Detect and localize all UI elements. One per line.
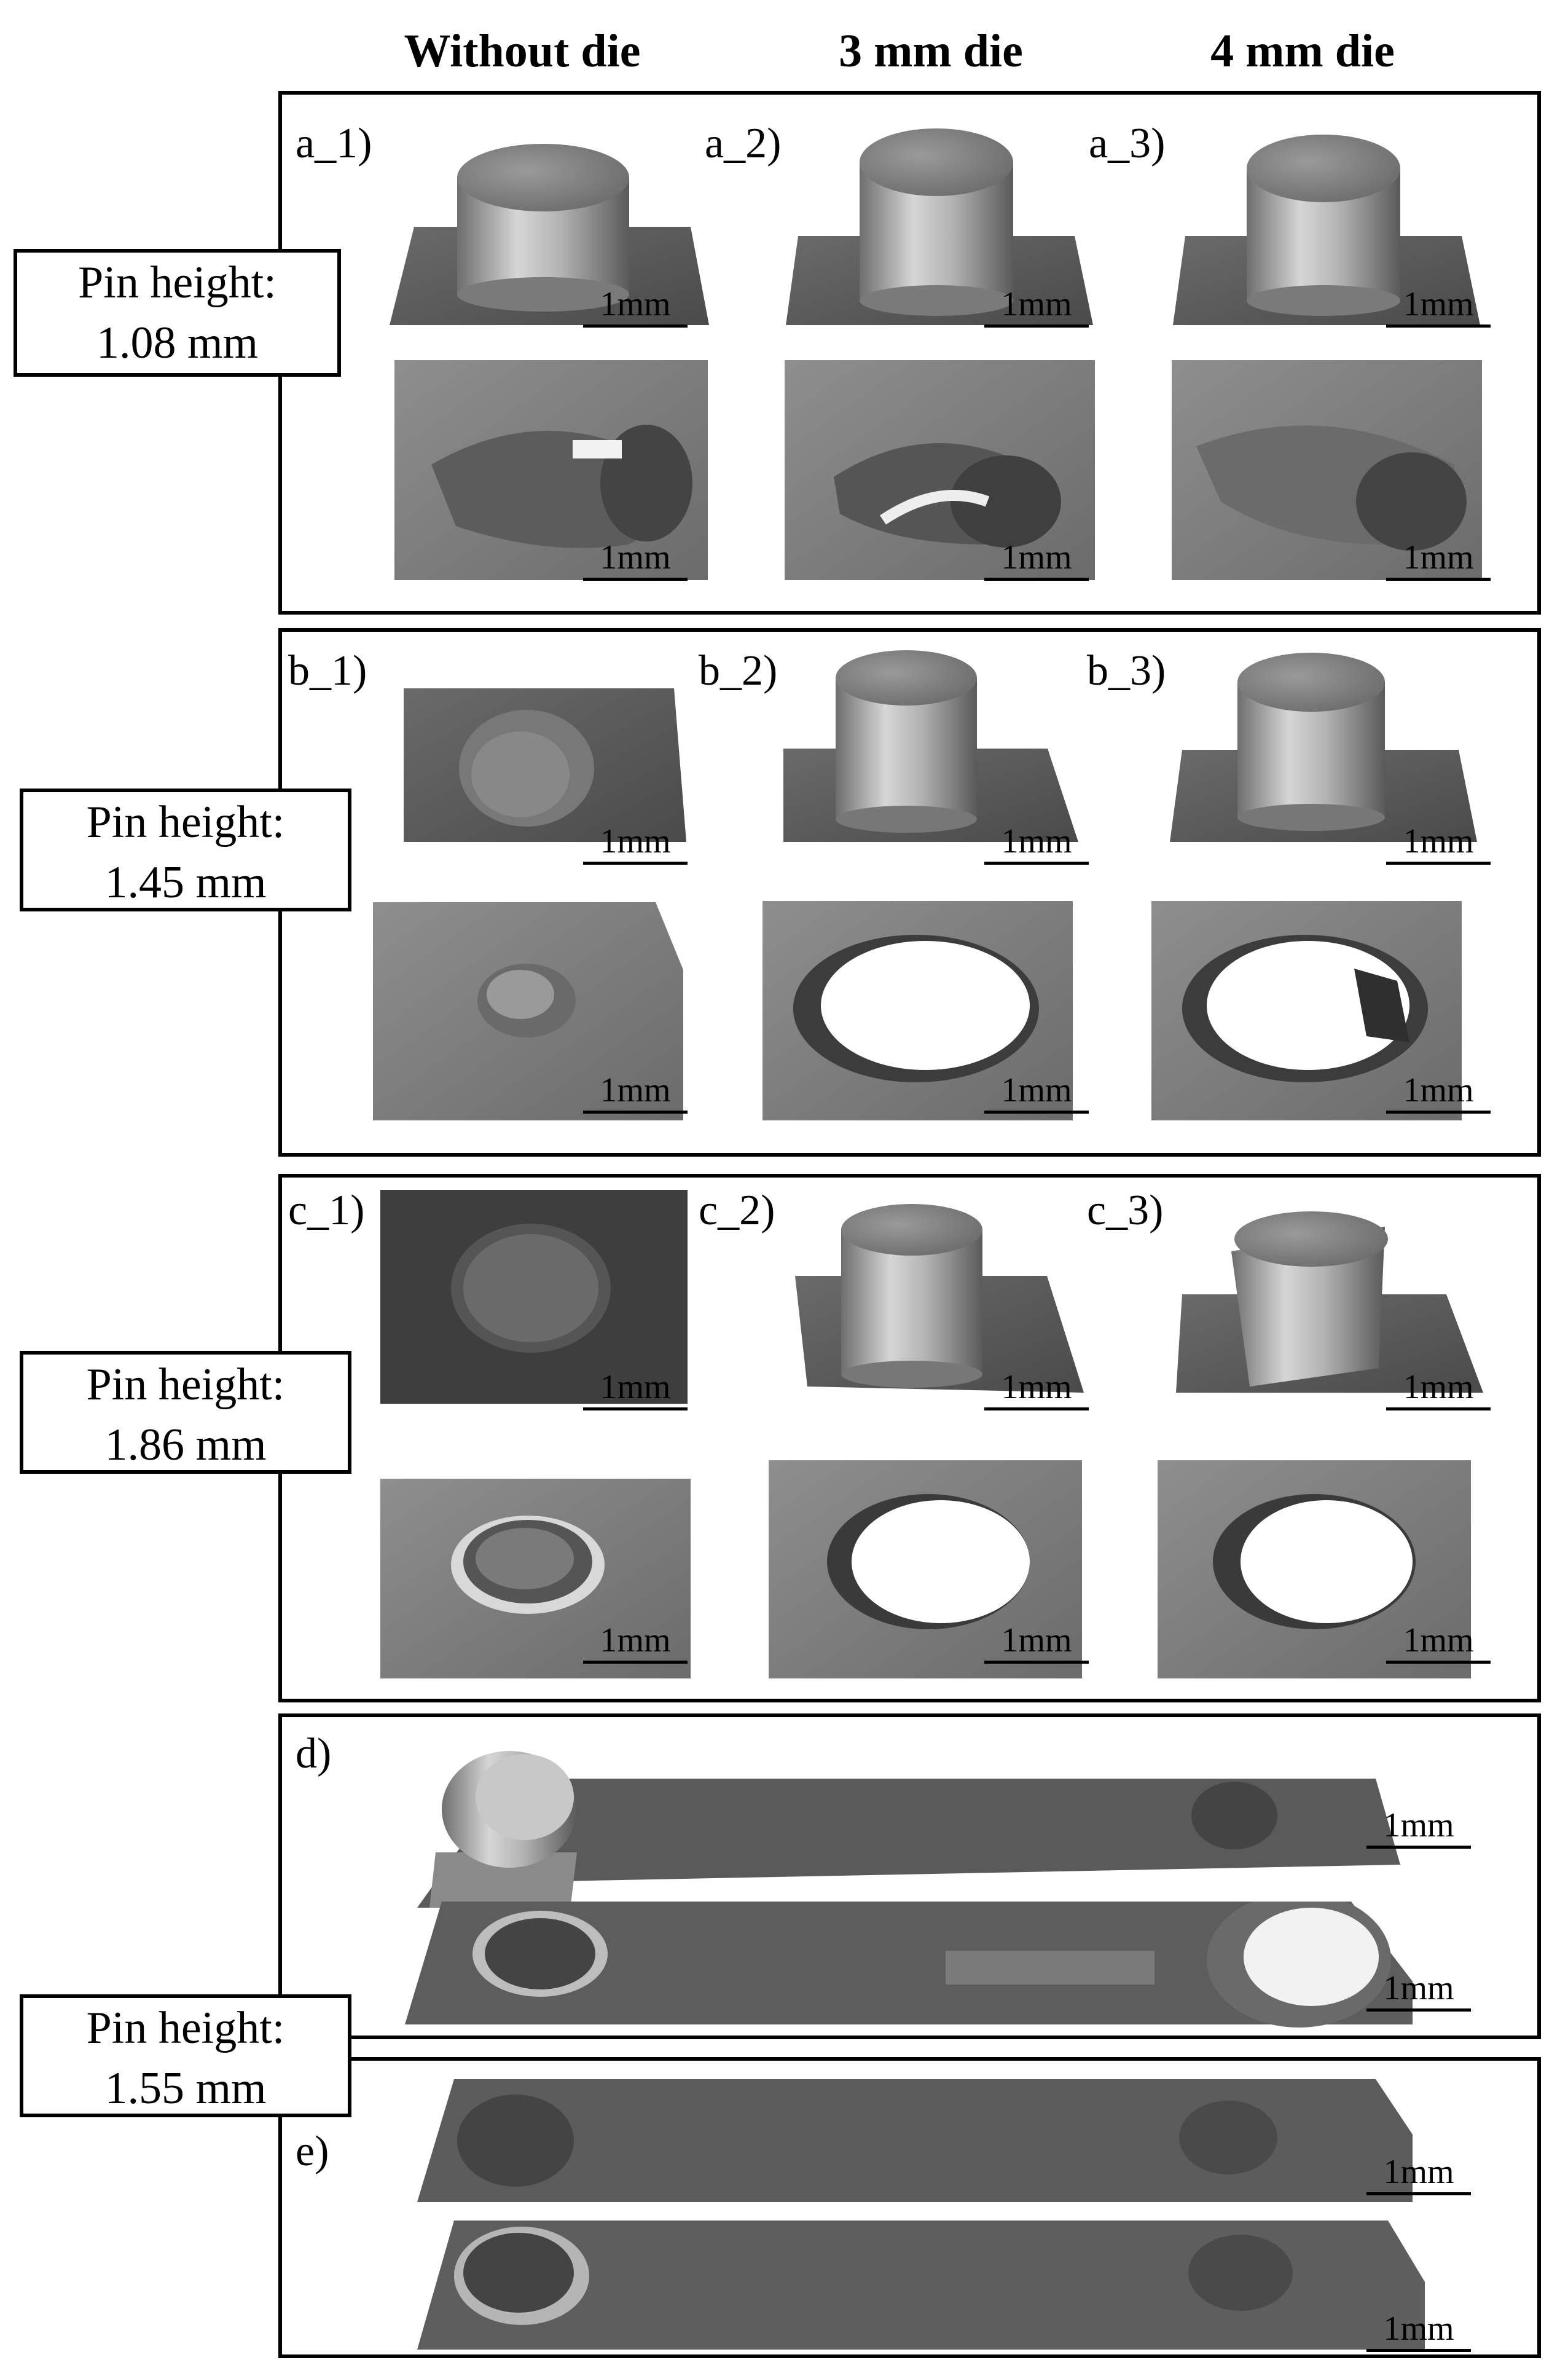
- scale-bar-b2-top: 1mm: [984, 822, 1089, 865]
- pin-image-a2: [786, 128, 1093, 325]
- scale-bar-a1-bottom: 1mm: [583, 538, 688, 581]
- hole-image-b2: [762, 901, 1073, 1120]
- strip-image-e-bottom: [417, 2221, 1425, 2350]
- pin-image-b2: [783, 650, 1078, 842]
- scale-bar-c1-bottom: 1mm: [583, 1621, 688, 1664]
- hole-image-b3: [1151, 901, 1462, 1120]
- scale-bar-c3-bottom: 1mm: [1386, 1621, 1491, 1664]
- pin-height-box-3: Pin height:1.86 mm: [20, 1351, 351, 1474]
- scale-bar-e-top: 1mm: [1366, 2153, 1471, 2195]
- scale-bar-d-top: 1mm: [1366, 1806, 1471, 1849]
- scale-bar-c2-bottom: 1mm: [984, 1621, 1089, 1664]
- hole-image-c2: [769, 1460, 1082, 1678]
- scale-bar-c1-top: 1mm: [583, 1368, 688, 1410]
- panel-a: a_1) a_2) a_3) 1mm 1mm 1mm: [278, 91, 1541, 615]
- scale-bar-c3-top: 1mm: [1386, 1368, 1491, 1410]
- pin-image-a1: [390, 144, 709, 325]
- hole-image-b1: [373, 902, 683, 1120]
- label-b3: b_3): [1087, 647, 1166, 694]
- pin-image-c2: [795, 1204, 1084, 1393]
- hole-image-a3: [1172, 360, 1482, 580]
- column-header-4mm-die: 4 mm die: [1210, 25, 1395, 77]
- column-header-3mm-die: 3 mm die: [839, 25, 1023, 77]
- pin-height-box-1: Pin height:1.08 mm: [14, 249, 341, 377]
- label-a2: a_2): [705, 120, 782, 167]
- column-header-without-die: Without die: [404, 25, 641, 77]
- scale-bar-b2-bottom: 1mm: [984, 1071, 1089, 1114]
- scale-bar-a3-top: 1mm: [1386, 285, 1491, 328]
- hole-image-c1: [380, 1479, 691, 1678]
- label-b1: b_1): [288, 647, 367, 694]
- pin-height-box-2: Pin height:1.45 mm: [20, 789, 351, 911]
- pin-image-c1: [380, 1190, 688, 1404]
- pin-height-box-4: Pin height:1.55 mm: [20, 1994, 351, 2117]
- label-d: d): [296, 1730, 332, 1777]
- scale-bar-c2-top: 1mm: [984, 1368, 1089, 1410]
- scale-bar-e-bottom: 1mm: [1366, 2310, 1471, 2352]
- panel-d: d) 1mm 1mm: [278, 1713, 1541, 2039]
- label-b2: b_2): [699, 647, 778, 694]
- scale-bar-b3-bottom: 1mm: [1386, 1071, 1491, 1114]
- scale-bar-b1-top: 1mm: [583, 822, 688, 865]
- scale-bar-b1-bottom: 1mm: [583, 1071, 688, 1114]
- scale-bar-d-bottom: 1mm: [1366, 1969, 1471, 2012]
- strip-image-d-bottom: [405, 1902, 1413, 2028]
- label-a3: a_3): [1089, 120, 1166, 167]
- label-c3: c_3): [1087, 1187, 1164, 1234]
- pin-image-b3: [1170, 653, 1477, 842]
- scale-bar-b3-top: 1mm: [1386, 822, 1491, 865]
- scale-bar-a1-top: 1mm: [583, 285, 688, 328]
- strip-image-e-top: [417, 2079, 1413, 2202]
- panel-b: b_1) b_2) b_3) 1mm 1mm 1mm 1mm 1mm 1mm: [278, 628, 1541, 1157]
- hole-image-a1: [394, 360, 708, 580]
- label-a1: a_1): [296, 120, 372, 167]
- scale-bar-a2-top: 1mm: [984, 285, 1089, 328]
- panel-e: e) 1mm 1mm: [278, 2057, 1541, 2358]
- scale-bar-a2-bottom: 1mm: [984, 538, 1089, 581]
- panel-c: c_1) c_2) c_3) 1mm 1mm 1mm 1mm 1mm 1mm: [278, 1174, 1541, 1702]
- pin-image-a3: [1173, 135, 1480, 325]
- pin-image-c3: [1176, 1211, 1483, 1393]
- label-c1: c_1): [288, 1187, 365, 1234]
- pin-image-b1: [404, 688, 686, 842]
- scale-bar-a3-bottom: 1mm: [1386, 538, 1491, 581]
- label-e: e): [296, 2128, 329, 2175]
- strip-image-d-top: [417, 1751, 1400, 1908]
- hole-image-a2: [785, 360, 1095, 580]
- hole-image-c3: [1158, 1460, 1471, 1678]
- label-c2: c_2): [699, 1187, 775, 1234]
